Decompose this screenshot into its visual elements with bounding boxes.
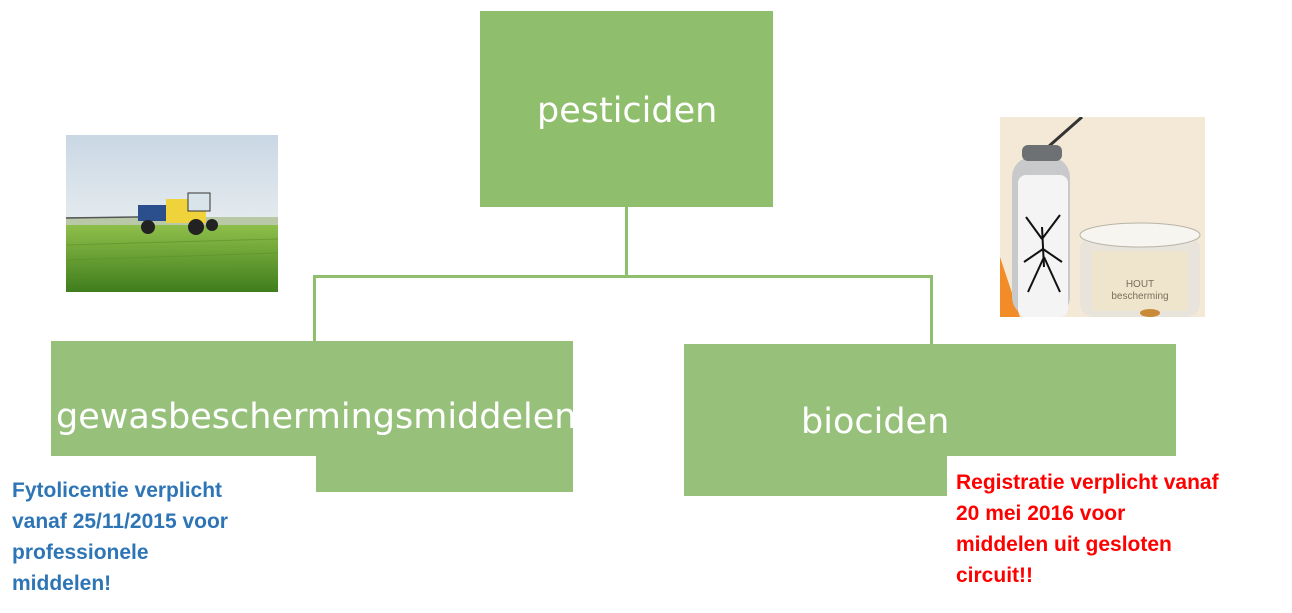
node-pesticiden-label: pesticiden [537, 91, 718, 131]
connector-horizontal [313, 275, 933, 278]
note-left-line-2: vanaf 25/11/2015 voor [12, 510, 228, 533]
node-gewasbeschermingsmiddelen-lower [316, 456, 573, 492]
note-fytolicentie: Fytolicentie verplicht vanaf 25/11/2015 … [12, 475, 228, 599]
node-biociden-label: biociden [801, 402, 950, 442]
note-left-line-1: Fytolicentie verplicht [12, 479, 223, 502]
tractor-spraying-field-photo [66, 135, 278, 292]
node-pesticiden: pesticiden [480, 11, 773, 207]
node-biociden-lower [684, 456, 947, 496]
tractor-field-illustration [66, 135, 278, 292]
note-registratie: Registratie verplicht vanaf 20 mei 2016 … [956, 467, 1219, 591]
connector-right-down [930, 275, 933, 344]
note-left-line-4: middelen! [12, 572, 112, 595]
can-label-line-1: HOUT [1126, 279, 1154, 290]
note-right-line-4: circuit!! [956, 564, 1034, 587]
note-left-line-3: professionele [12, 541, 149, 564]
node-gewasbeschermingsmiddelen [51, 341, 573, 456]
can-label-line-2: bescherming [1111, 291, 1168, 302]
connector-root-down [625, 206, 628, 278]
node-gewasbeschermingsmiddelen-label: gewasbeschermingsmiddelen [56, 397, 577, 437]
insecticide-and-wood-protection-illustration: HOUT bescherming [1000, 117, 1201, 317]
mosquito-icon [1023, 214, 1063, 293]
node-biociden [684, 344, 1176, 456]
spray-can-and-paint-tin-photo: HOUT bescherming [1000, 117, 1205, 317]
note-right-line-2: 20 mei 2016 voor [956, 502, 1126, 525]
note-right-line-3: middelen uit gesloten [956, 533, 1172, 556]
connector-left-down [313, 275, 316, 341]
note-right-line-1: Registratie verplicht vanaf [956, 471, 1219, 494]
